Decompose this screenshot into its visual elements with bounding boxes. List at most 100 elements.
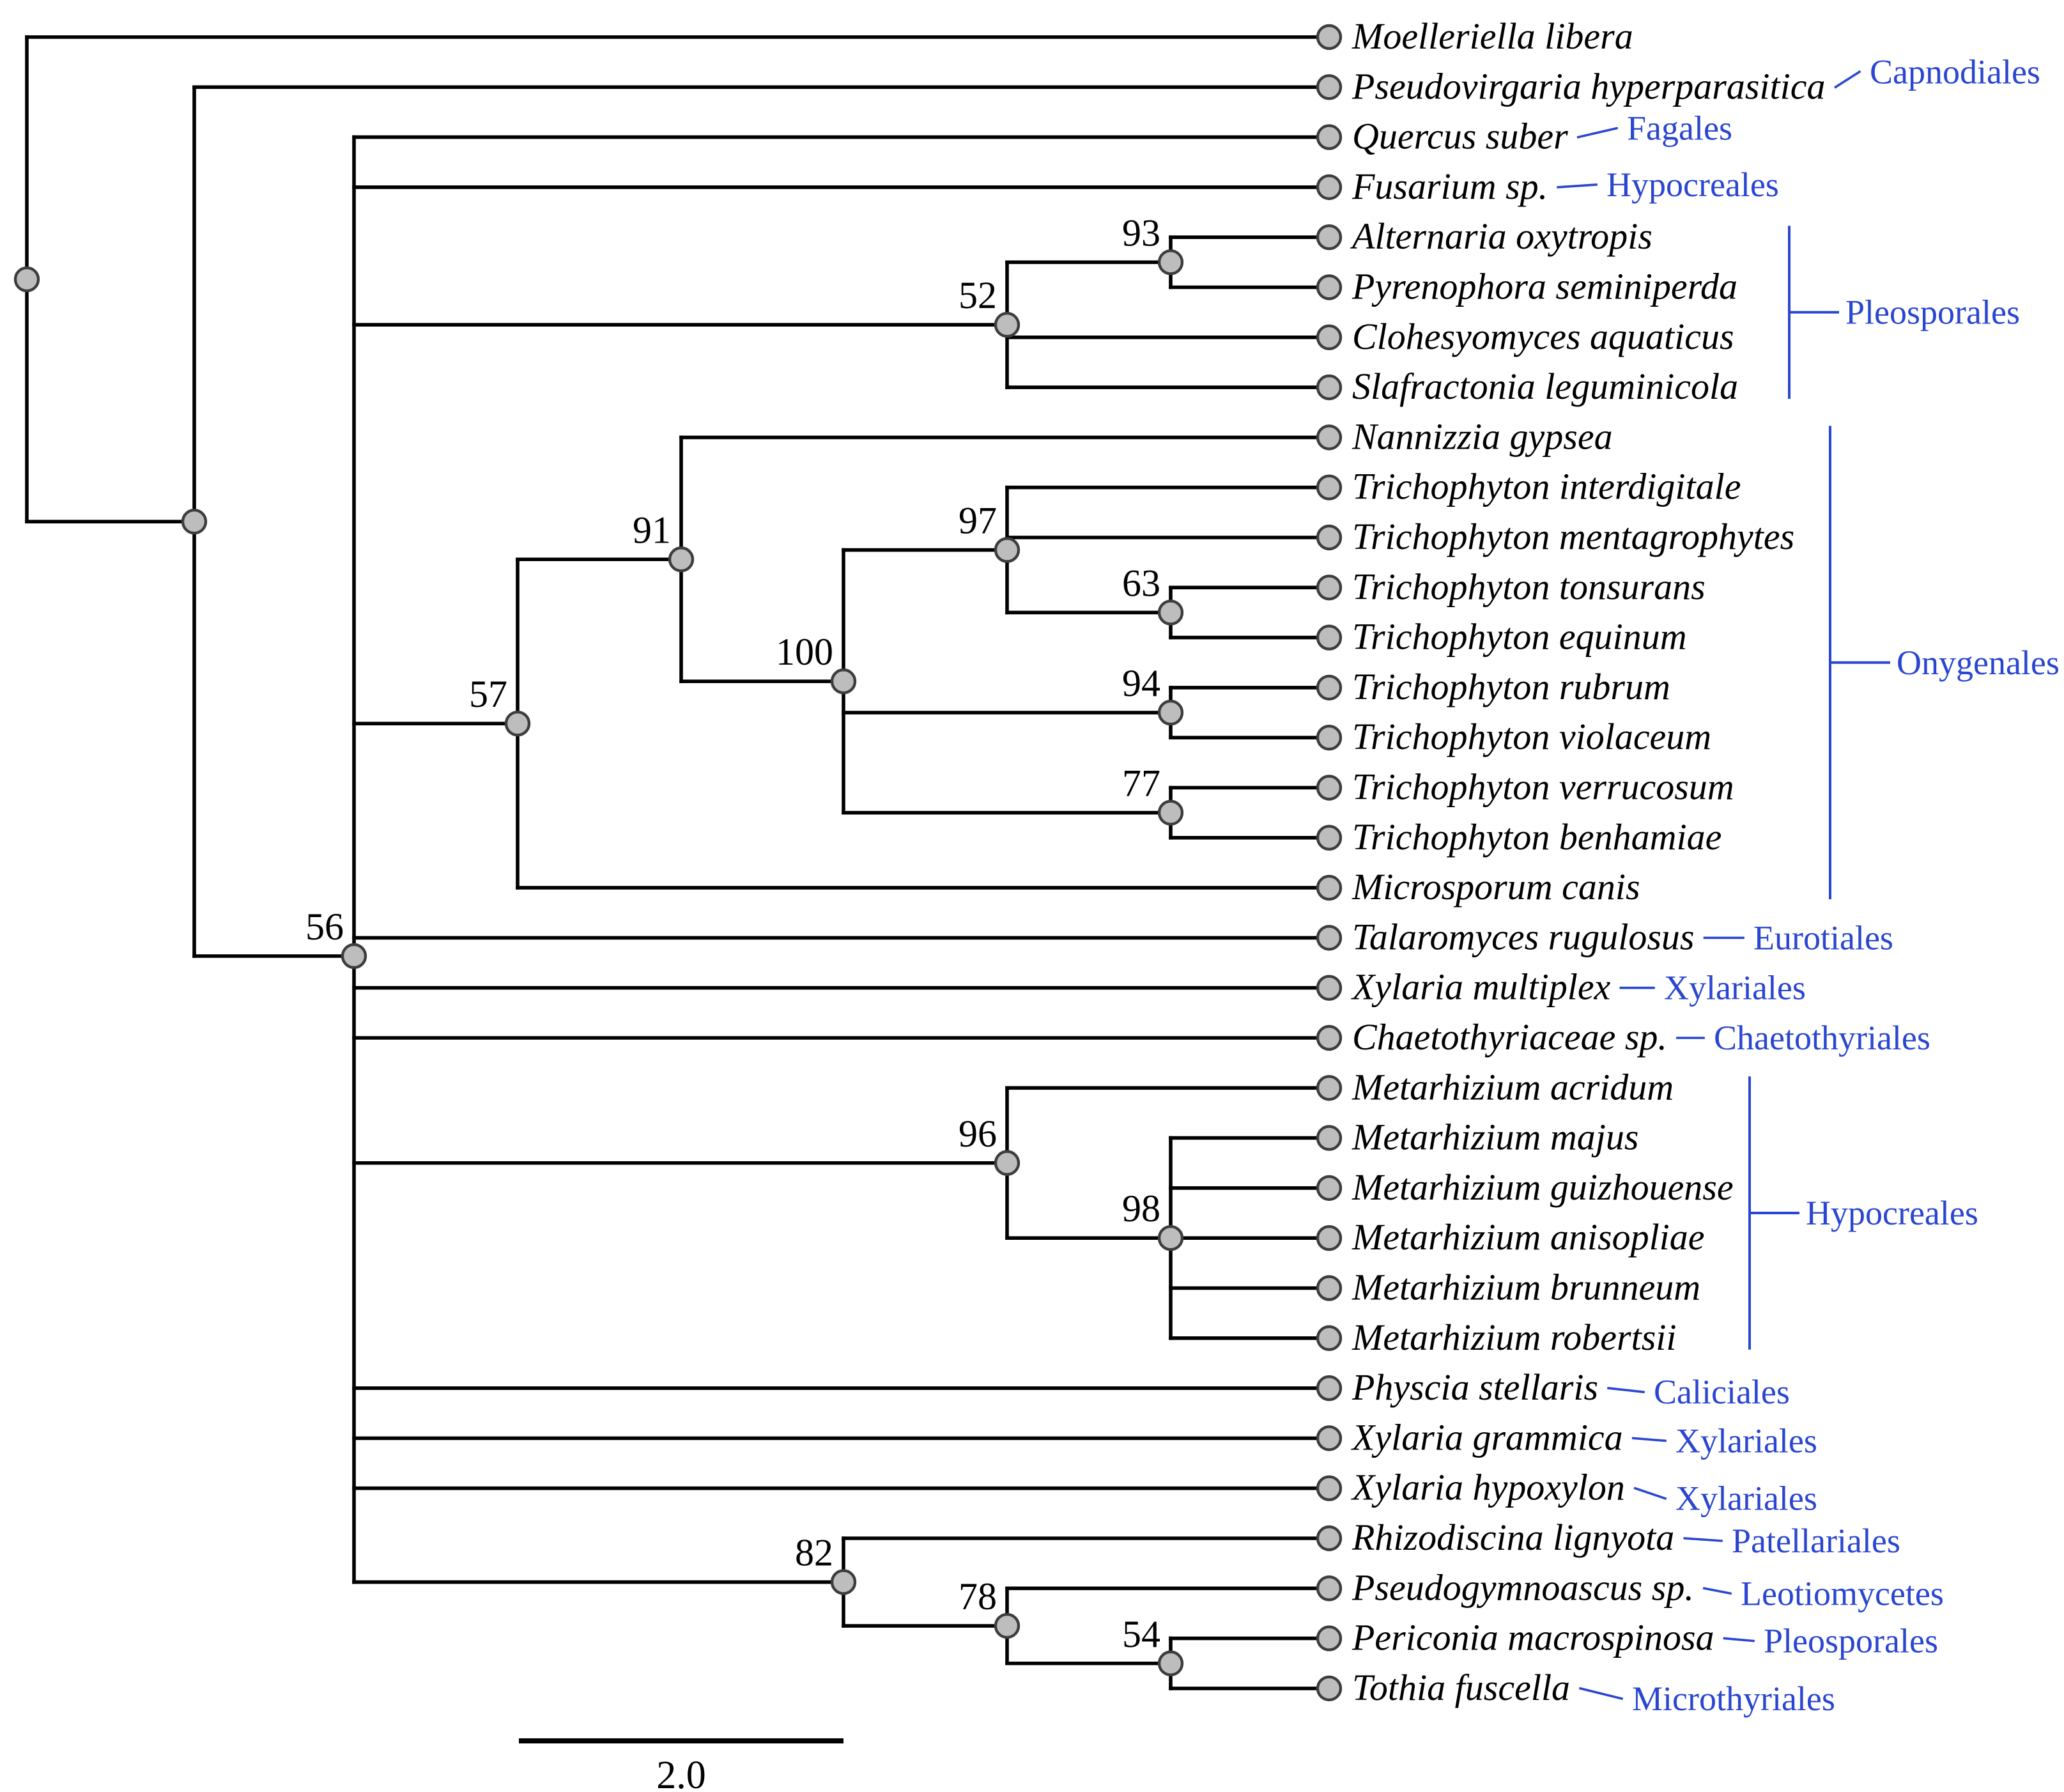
scale-bar-label: 2.0 xyxy=(656,1754,706,1792)
internal-node-circle xyxy=(994,537,1020,563)
taxon-label: Alternaria oxytropis xyxy=(1350,215,1652,257)
taxon-label: Pyrenophora seminiperda xyxy=(1352,266,1737,307)
internal-node-circle xyxy=(13,266,40,293)
order-bracket-label: Onygenales xyxy=(1897,644,2060,682)
tip-node-circle xyxy=(1316,1224,1343,1251)
taxon-label: Trichophyton rubrum xyxy=(1352,666,1670,707)
tip-node-circle xyxy=(1316,874,1343,901)
internal-node-circle xyxy=(1157,799,1184,826)
taxon-label: Xylaria multiplex xyxy=(1351,966,1611,1008)
order-label: Hypocreales xyxy=(1606,166,1779,204)
internal-node-circle xyxy=(504,710,531,737)
support-value-label: 97 xyxy=(959,500,997,542)
taxon-label: Periconia macrospinosa xyxy=(1352,1617,1714,1658)
order-connector-line xyxy=(1557,183,1598,189)
order-connector-line xyxy=(1578,1687,1624,1701)
tip-node-circle xyxy=(1316,374,1343,401)
taxon-label: Trichophyton tonsurans xyxy=(1352,566,1706,607)
taxon-label: Metarhizium majus xyxy=(1352,1116,1638,1158)
support-value-label: 52 xyxy=(959,274,997,316)
taxon-label: Fusarium sp. xyxy=(1352,166,1548,207)
order-connector-line xyxy=(1683,1537,1723,1542)
order-label: Xylariales xyxy=(1664,969,1806,1007)
tip-node-circle xyxy=(1316,1425,1343,1451)
taxon-label: Metarhizium robertsii xyxy=(1352,1317,1677,1358)
taxon-label: Talaromyces rugulosus xyxy=(1352,916,1694,957)
taxon-label: Tothia fuscella xyxy=(1352,1667,1570,1708)
order-label: Microthyriales xyxy=(1632,1680,1835,1718)
support-value-label: 98 xyxy=(1122,1187,1160,1230)
tip-node-circle xyxy=(1316,324,1343,350)
tip-node-circle xyxy=(1316,524,1343,551)
support-value-label: 77 xyxy=(1122,762,1160,805)
order-label: Eurotiales xyxy=(1753,918,1893,957)
tip-node-circle xyxy=(1316,824,1343,851)
tip-node-circle xyxy=(1316,674,1343,701)
tip-node-circle xyxy=(1316,1375,1343,1402)
support-value-label: 96 xyxy=(959,1113,997,1155)
taxon-label: Microsporum canis xyxy=(1352,866,1640,908)
taxon-label: Metarhizium guizhouense xyxy=(1352,1166,1734,1208)
tip-node-circle xyxy=(1316,174,1343,201)
tip-node-circle xyxy=(1316,224,1343,251)
tip-node-circle xyxy=(1316,724,1343,751)
order-label: Caliciales xyxy=(1654,1373,1790,1411)
taxon-label: Xylaria grammica xyxy=(1351,1416,1623,1458)
taxon-label: Metarhizium brunneum xyxy=(1352,1267,1700,1308)
support-value-label: 93 xyxy=(1122,212,1160,254)
order-connector-line xyxy=(1723,1637,1755,1642)
taxon-label: Quercus suber xyxy=(1352,116,1568,157)
order-label: Leotiomycetes xyxy=(1741,1574,1944,1612)
internal-node-circle xyxy=(1157,1650,1184,1676)
internal-node-circle xyxy=(1157,249,1184,275)
order-connector-line xyxy=(1702,1587,1732,1595)
taxon-label: Rhizodiscina lignyota xyxy=(1352,1517,1674,1558)
order-connector-line xyxy=(1607,1387,1645,1394)
internal-node-circle xyxy=(994,1150,1020,1176)
taxon-label: Trichophyton mentagrophytes xyxy=(1352,516,1794,557)
support-value-label: 63 xyxy=(1122,562,1160,604)
order-connector-line xyxy=(1576,127,1619,139)
taxon-label: Pseudogymnoascus sp. xyxy=(1352,1566,1694,1608)
taxon-label: Metarhizium acridum xyxy=(1352,1066,1674,1108)
tip-node-circle xyxy=(1316,124,1343,150)
tip-node-circle xyxy=(1316,624,1343,651)
taxon-label: Clohesyomyces aquaticus xyxy=(1352,316,1734,357)
internal-node-circle xyxy=(830,1569,857,1595)
internal-node-circle xyxy=(1157,1224,1184,1251)
taxon-label: Pseudovirgaria hyperparasitica xyxy=(1352,65,1826,107)
tip-node-circle xyxy=(1316,274,1343,300)
internal-node-circle xyxy=(341,943,367,969)
taxon-label: Trichophyton violaceum xyxy=(1352,716,1711,757)
taxon-label: Trichophyton benhamiae xyxy=(1352,816,1721,858)
taxon-label: Xylaria hypoxylon xyxy=(1351,1467,1625,1508)
internal-node-circle xyxy=(181,508,208,535)
order-bracket-label: Hypocreales xyxy=(1806,1194,1978,1232)
order-label: Fagales xyxy=(1627,109,1732,148)
taxon-label: Chaetothyriaceae sp. xyxy=(1352,1016,1667,1058)
tip-node-circle xyxy=(1316,575,1343,601)
tip-node-circle xyxy=(1316,1125,1343,1151)
support-value-label: 91 xyxy=(633,509,671,551)
internal-node-circle xyxy=(994,312,1020,338)
taxon-label: Trichophyton verrucosum xyxy=(1352,766,1734,808)
taxon-label: Metarhizium anisopliae xyxy=(1352,1216,1705,1258)
tip-node-circle xyxy=(1316,975,1343,1001)
internal-node-circle xyxy=(668,546,695,573)
order-label: Xylariales xyxy=(1675,1421,1817,1460)
taxon-label: Moelleriella libera xyxy=(1352,15,1633,57)
order-connector-line xyxy=(1633,1487,1667,1500)
order-label: Capnodiales xyxy=(1870,52,2040,91)
internal-node-circle xyxy=(830,668,857,695)
tip-node-circle xyxy=(1316,1175,1343,1201)
taxon-label: Nannizzia gypsea xyxy=(1352,415,1613,457)
tip-node-circle xyxy=(1316,1275,1343,1301)
taxon-label: Slafractonia leguminicola xyxy=(1352,366,1738,407)
tip-node-circle xyxy=(1316,1525,1343,1552)
tip-node-circle xyxy=(1316,775,1343,801)
support-value-label: 54 xyxy=(1122,1613,1160,1655)
tip-node-circle xyxy=(1316,74,1343,100)
tip-node-circle xyxy=(1316,24,1343,50)
